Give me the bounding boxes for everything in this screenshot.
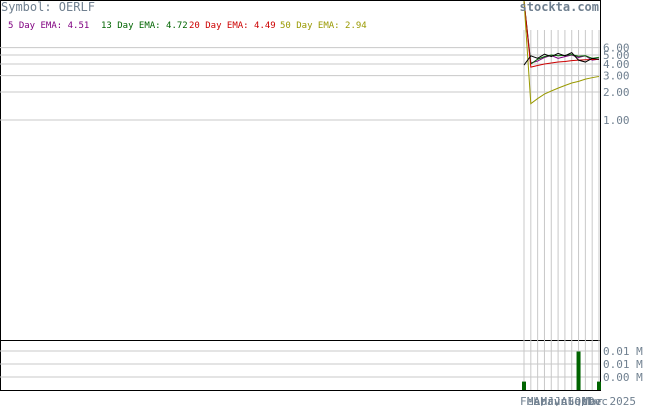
- ema-line-ema20: [523, 0, 600, 68]
- date-tick-label: Sep: [568, 395, 588, 406]
- price-line: [523, 52, 600, 66]
- volume-tick-label: 0.01 M: [603, 345, 643, 358]
- price-tick-label: 3.00: [603, 70, 630, 83]
- date-tick-label: Dec: [588, 395, 608, 406]
- ema-line-ema13: [523, 0, 600, 65]
- watermark: stockta.com: [520, 0, 599, 14]
- symbol-label: Symbol: OERLF: [1, 0, 95, 14]
- date-tick-label: Mar: [527, 395, 547, 406]
- volume-bar: [522, 381, 526, 390]
- date-tick-label: Aug: [561, 395, 581, 406]
- date-tick-label: Oct: [575, 395, 595, 406]
- price-tick-label: 1.00: [603, 114, 630, 127]
- date-tick-label: Feb: [520, 395, 540, 406]
- volume-tick-label: 0.01 M: [603, 358, 643, 371]
- price-tick-labels: 6.005.004.003.00 2.00 1.00: [603, 42, 630, 127]
- volume-bar: [576, 351, 581, 390]
- legend-ema13: 13 Day EMA: 4.72: [101, 21, 188, 31]
- legend-ema50: 50 Day EMA: 2.94: [280, 21, 367, 31]
- date-grid: [523, 30, 600, 390]
- date-tick-label: May: [540, 395, 560, 406]
- date-tick-label: Nov: [581, 395, 601, 406]
- ema-line-ema50: [523, 0, 600, 105]
- ema-lines: [523, 0, 600, 105]
- price-tick-label: 5.00: [603, 49, 630, 62]
- price-tick-label: 4.00: [603, 58, 630, 71]
- volume-bar: [597, 381, 601, 390]
- date-tick-label: Jun: [547, 395, 567, 406]
- date-tick-label: Apr: [534, 395, 554, 406]
- volume-bars: [522, 351, 601, 390]
- price-tick-label: 2.00: [603, 86, 630, 99]
- legend: 5 Day EMA: 4.51 13 Day EMA: 4.72 20 Day …: [8, 21, 367, 31]
- legend-ema5: 5 Day EMA: 4.51: [8, 21, 89, 31]
- date-tick-label: Jul: [554, 395, 574, 406]
- volume-grid: [0, 350, 600, 378]
- price-grid: [0, 47, 600, 121]
- volume-tick-labels: 0.01 M0.01 M0.00 M: [603, 345, 643, 384]
- chart-frame: [0, 0, 601, 391]
- date-tick-label: Mar 2025: [583, 395, 636, 406]
- legend-ema20: 20 Day EMA: 4.49: [189, 21, 276, 31]
- volume-tick-label: 0.00 M: [603, 371, 643, 384]
- price-tick-label: 6.00: [603, 42, 630, 55]
